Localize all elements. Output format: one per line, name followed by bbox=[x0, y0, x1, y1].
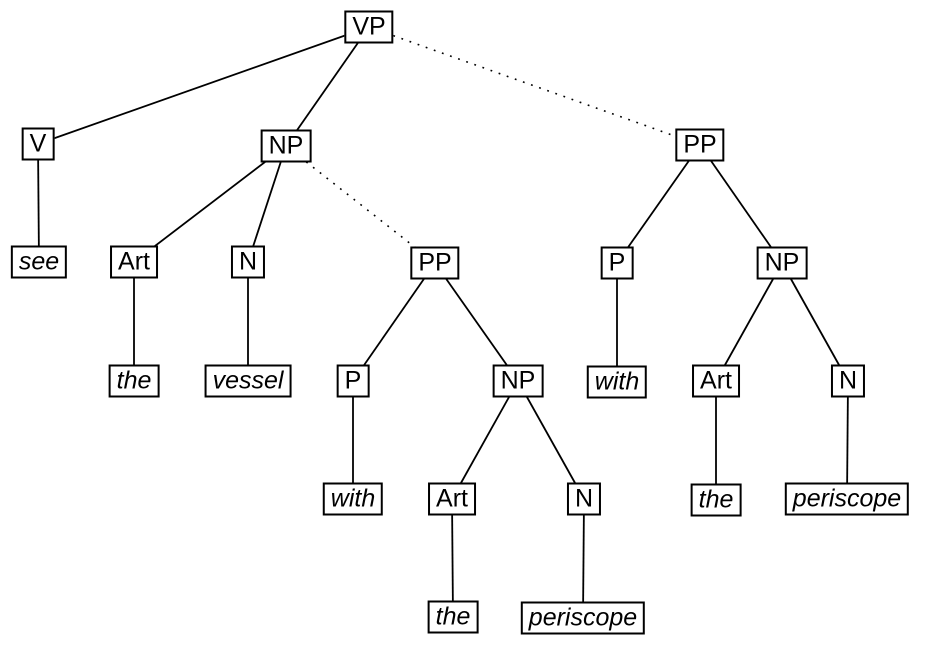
tree-node-see: see bbox=[10, 245, 68, 279]
tree-edge-np1-n1 bbox=[247, 145, 287, 263]
tree-node-np2: NP bbox=[492, 364, 544, 398]
tree-edge-np1-art1 bbox=[133, 145, 287, 263]
tree-node-art3: Art bbox=[692, 364, 740, 398]
tree-edge-pp1-p1 bbox=[352, 262, 436, 382]
tree-edge-art2-the2 bbox=[451, 498, 454, 618]
tree-edge-n2-periscope1 bbox=[582, 498, 585, 619]
tree-edge-np2-n2 bbox=[517, 380, 585, 500]
tree-node-the1: the bbox=[108, 364, 160, 398]
tree-node-v: V bbox=[21, 127, 55, 161]
tree-edge-np1-pp1 bbox=[285, 145, 436, 264]
tree-node-with1: with bbox=[322, 482, 384, 516]
tree-node-the3: the bbox=[690, 483, 742, 517]
tree-node-art2: Art bbox=[428, 482, 476, 516]
tree-edge-np2-art2 bbox=[451, 380, 519, 500]
tree-node-with2: with bbox=[586, 365, 648, 399]
tree-node-pp2: PP bbox=[675, 128, 725, 162]
tree-node-pp1: PP bbox=[410, 246, 460, 280]
tree-node-n3: N bbox=[830, 364, 866, 398]
tree-node-periscope1: periscope bbox=[520, 601, 646, 635]
tree-edge-pp2-p2 bbox=[616, 144, 701, 264]
tree-node-n1: N bbox=[230, 245, 266, 279]
tree-edge-np3-art3 bbox=[715, 262, 783, 382]
tree-node-art1: Art bbox=[110, 245, 158, 279]
tree-edge-pp2-np3 bbox=[699, 144, 783, 264]
tree-edge-vp-np1 bbox=[285, 26, 370, 147]
tree-node-vp: VP bbox=[344, 10, 394, 44]
tree-node-n2: N bbox=[566, 482, 602, 516]
tree-edge-pp1-np2 bbox=[434, 262, 519, 382]
tree-node-vessel: vessel bbox=[204, 364, 292, 398]
tree-node-p2: P bbox=[600, 246, 634, 280]
tree-node-np1: NP bbox=[260, 129, 312, 163]
tree-edge-np3-n3 bbox=[781, 262, 849, 382]
tree-node-np3: NP bbox=[756, 246, 808, 280]
tree-edge-vp-v bbox=[37, 26, 370, 145]
tree-node-p1: P bbox=[336, 364, 370, 398]
tree-edge-v-see bbox=[37, 143, 40, 263]
tree-node-the2: the bbox=[427, 600, 479, 634]
tree-edge-vp-pp2 bbox=[368, 26, 701, 146]
tree-edge-n3-periscope2 bbox=[846, 380, 849, 500]
tree-node-periscope2: periscope bbox=[784, 482, 910, 516]
